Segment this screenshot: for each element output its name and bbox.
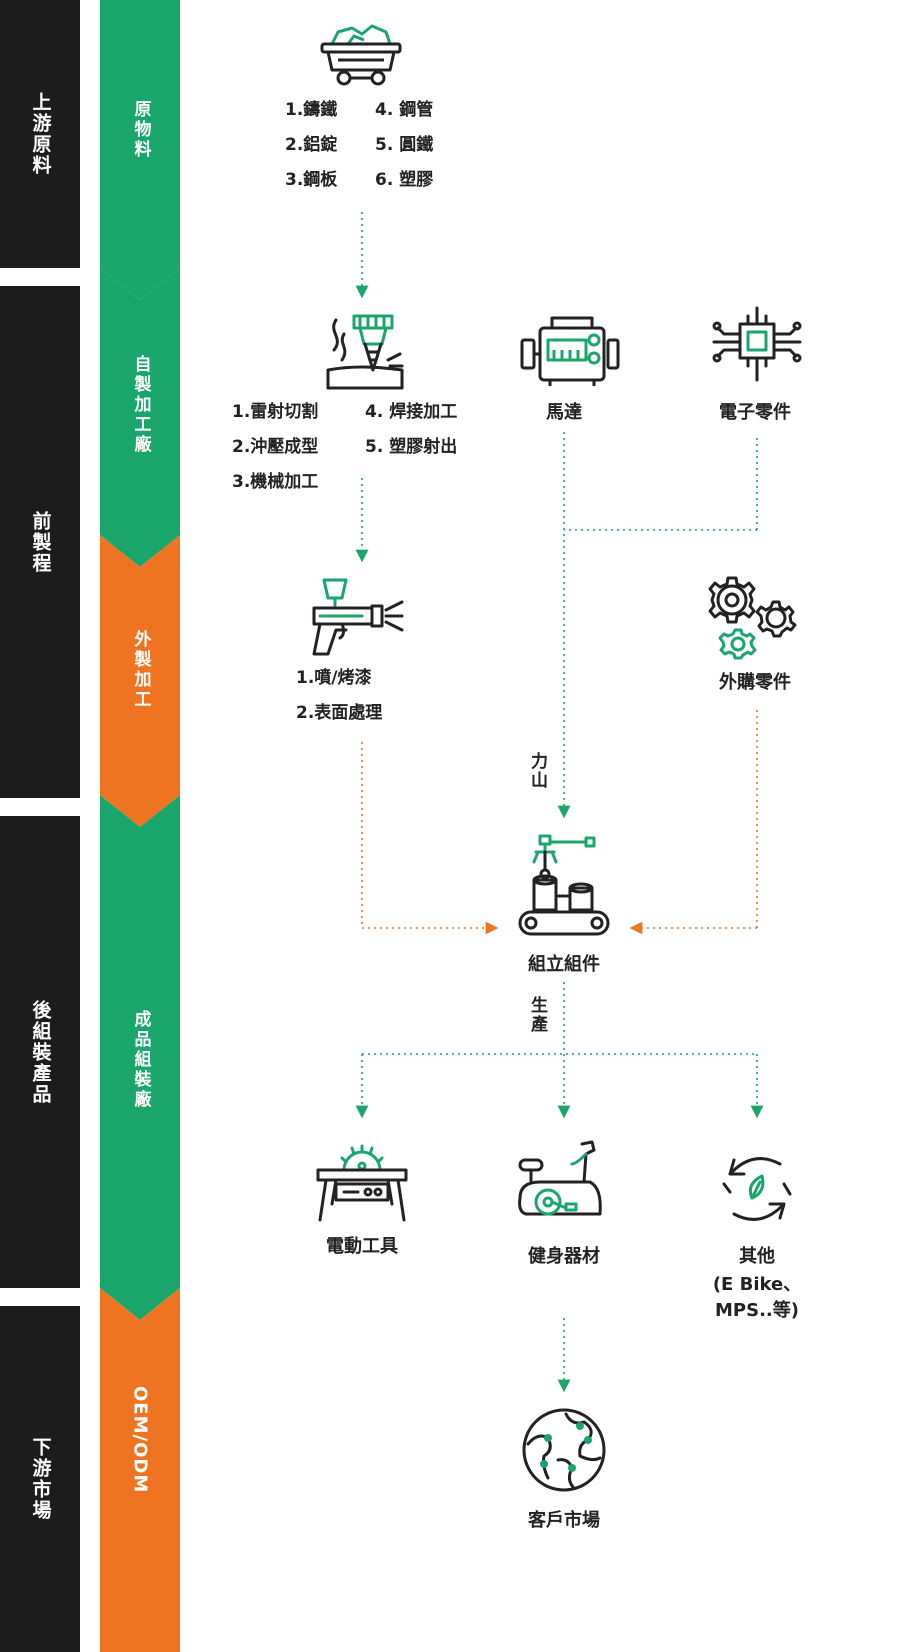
self-item: 2.沖壓成型 <box>232 437 319 457</box>
product-fitness-label: 健身器材 <box>528 1246 600 1267</box>
self-item: 5. 塑膠射出 <box>365 437 458 457</box>
product-other-sub1: (E Bike、 <box>712 1274 802 1295</box>
mine-cart-icon <box>320 24 402 86</box>
stage-downstream: 下游市場 <box>0 1306 80 1652</box>
self-row: 1.雷射切割 4. 焊接加工 <box>232 404 457 439</box>
table-saw-icon <box>316 1144 408 1222</box>
purchased-label: 外購零件 <box>719 672 791 693</box>
market-label: 客戶市場 <box>528 1510 600 1531</box>
self-item: 4. 焊接加工 <box>365 402 458 422</box>
cnc-drill-icon <box>326 314 404 390</box>
chip-icon <box>712 306 802 382</box>
raw-item: 5. 圓鐵 <box>375 135 434 155</box>
outsource-list: 1.噴/烤漆 2.表面處理 <box>296 670 382 740</box>
outsource-row: 2.表面處理 <box>296 705 382 740</box>
product-tools-label: 電動工具 <box>326 1236 398 1257</box>
motor-icon <box>520 316 620 386</box>
self-row: 2.沖壓成型 5. 塑膠射出 <box>232 439 457 474</box>
band-self-shape <box>100 268 180 567</box>
self-row: 3.機械加工 <box>232 474 457 509</box>
band-assembly: 成品組裝廠 <box>100 960 180 1160</box>
raw-row: 3.鋼板 6. 塑膠 <box>285 172 433 207</box>
band-outsource-shape <box>100 535 180 827</box>
raw-row: 2.鋁錠 5. 圓鐵 <box>285 137 433 172</box>
band-outsource-label: 外製加工 <box>130 630 151 710</box>
stage-upstream: 上游原料 <box>0 0 80 268</box>
band-assembly-label: 成品組裝廠 <box>130 1010 151 1110</box>
band-raw-shape <box>100 0 180 300</box>
electronics-label: 電子零件 <box>719 402 791 423</box>
raw-materials-list: 1.鑄鐵 4. 鋼管 2.鋁錠 5. 圓鐵 3.鋼板 6. 塑膠 <box>285 102 433 207</box>
exercise-bike-icon <box>518 1140 602 1216</box>
gears-icon <box>708 576 797 660</box>
self-item: 3.機械加工 <box>232 472 319 492</box>
assembly-label: 組立組件 <box>528 954 600 975</box>
stage-assembly-label: 後組裝產品 <box>29 999 52 1105</box>
outsource-row: 1.噴/烤漆 <box>296 670 382 705</box>
stage-preprocess: 前製程 <box>0 286 80 798</box>
band-oem-label: OEM/ODM <box>129 1386 151 1494</box>
raw-item: 6. 塑膠 <box>375 170 434 190</box>
stage-assembly-products: 後組裝產品 <box>0 816 80 1288</box>
band-oem: OEM/ODM <box>100 1340 180 1540</box>
band-oem-shape <box>100 1288 180 1652</box>
stage-upstream-label: 上游原料 <box>29 92 52 176</box>
product-other-sub2: MPS..等) <box>715 1300 799 1321</box>
outsource-item: 1.噴/烤漆 <box>296 668 372 688</box>
raw-item: 2.鋁錠 <box>285 135 338 155</box>
globe-icon <box>522 1408 606 1492</box>
recycle-leaf-icon <box>722 1157 792 1221</box>
production-label: 生產 <box>527 996 547 1034</box>
raw-item: 4. 鋼管 <box>375 100 434 120</box>
raw-row: 1.鑄鐵 4. 鋼管 <box>285 102 433 137</box>
assembly-line-icon <box>518 834 610 936</box>
motor-label: 馬達 <box>546 402 582 423</box>
band-assembly-shape <box>100 795 180 1320</box>
band-raw: 原物料 <box>100 40 180 220</box>
self-process-list: 1.雷射切割 4. 焊接加工 2.沖壓成型 5. 塑膠射出 3.機械加工 <box>232 404 457 509</box>
self-item: 1.雷射切割 <box>232 402 319 422</box>
raw-item: 1.鑄鐵 <box>285 100 338 120</box>
spray-gun-icon <box>312 578 404 656</box>
raw-item: 3.鋼板 <box>285 170 338 190</box>
outsource-item: 2.表面處理 <box>296 703 383 723</box>
stage-preprocess-label: 前製程 <box>29 510 52 574</box>
stage-downstream-label: 下游市場 <box>29 1437 52 1521</box>
product-other-label: 其他 <box>739 1246 775 1267</box>
band-raw-label: 原物料 <box>130 100 151 160</box>
band-self-label: 自製加工廠 <box>130 355 151 455</box>
band-self: 自製加工廠 <box>100 310 180 500</box>
band-outsource: 外製加工 <box>100 590 180 750</box>
lishan-label: 力山 <box>527 752 547 790</box>
